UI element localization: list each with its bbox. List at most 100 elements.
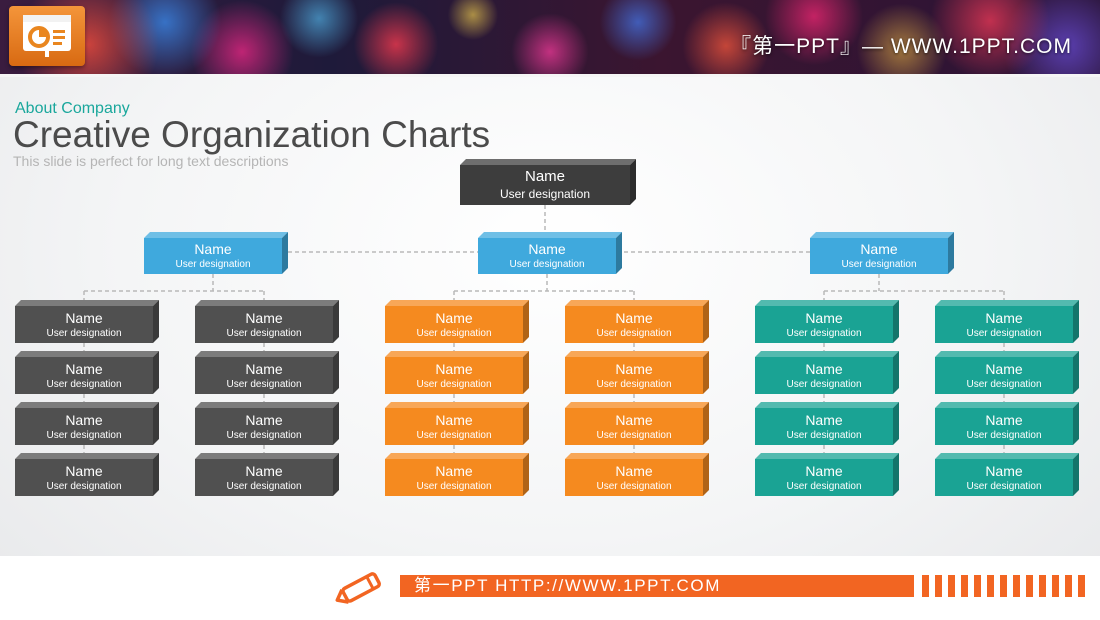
page-title: Creative Organization Charts (13, 114, 491, 155)
person-name: Name (65, 309, 103, 326)
node-box (755, 453, 899, 496)
person-name: Name (435, 360, 473, 377)
node-box (565, 402, 709, 445)
person-name: Name (985, 360, 1023, 377)
person-designation: User designation (841, 259, 917, 270)
node-box (195, 402, 339, 445)
about-company-label: About Company (15, 100, 130, 117)
node-box (935, 351, 1079, 394)
person-name: Name (194, 241, 232, 257)
person-name: Name (615, 360, 653, 377)
bokeh-background (0, 0, 1100, 74)
footer-stripe (922, 575, 929, 597)
person-designation: User designation (596, 378, 672, 390)
person-name: Name (245, 360, 283, 377)
footer-stripe (1026, 575, 1033, 597)
person-name: Name (805, 360, 843, 377)
tagline: This slide is perfect for long text desc… (13, 153, 289, 169)
person-designation: User designation (416, 378, 492, 390)
person-designation: User designation (966, 429, 1042, 441)
person-name: Name (435, 462, 473, 479)
footer-stripe (987, 575, 994, 597)
person-designation: User designation (46, 327, 122, 339)
node-box (144, 232, 288, 274)
node-box (935, 453, 1079, 496)
person-designation: User designation (966, 378, 1042, 390)
footer-stripe (1052, 575, 1059, 597)
person-name: Name (245, 462, 283, 479)
node-box (755, 402, 899, 445)
person-name: Name (65, 411, 103, 428)
node-box (478, 232, 622, 274)
footer-stripe (1078, 575, 1085, 597)
footer-stripe (1000, 575, 1007, 597)
person-designation: User designation (509, 259, 585, 270)
node-box (195, 453, 339, 496)
node-box (385, 351, 529, 394)
node-box (385, 300, 529, 343)
node-box (565, 300, 709, 343)
person-designation: User designation (596, 327, 672, 339)
person-designation: User designation (596, 480, 672, 492)
person-designation: User designation (786, 327, 862, 339)
node-box (195, 351, 339, 394)
person-designation: User designation (46, 378, 122, 390)
person-name: Name (805, 462, 843, 479)
person-name: Name (524, 168, 565, 185)
person-name: Name (805, 411, 843, 428)
person-designation: User designation (966, 480, 1042, 492)
person-name: Name (245, 309, 283, 326)
person-designation: User designation (786, 378, 862, 390)
site-banner-text: 『第一PPT』— WWW.1PPT.COM (730, 35, 1072, 58)
person-designation: User designation (416, 480, 492, 492)
person-name: Name (615, 411, 653, 428)
person-designation: User designation (226, 480, 302, 492)
person-name: Name (615, 462, 653, 479)
person-designation: User designation (226, 429, 302, 441)
node-box (935, 300, 1079, 343)
node-box (15, 300, 159, 343)
person-designation: User designation (226, 327, 302, 339)
node-box (565, 351, 709, 394)
node-box (755, 300, 899, 343)
person-name: Name (65, 360, 103, 377)
node-box (385, 453, 529, 496)
person-name: Name (435, 309, 473, 326)
person-designation: User designation (786, 429, 862, 441)
